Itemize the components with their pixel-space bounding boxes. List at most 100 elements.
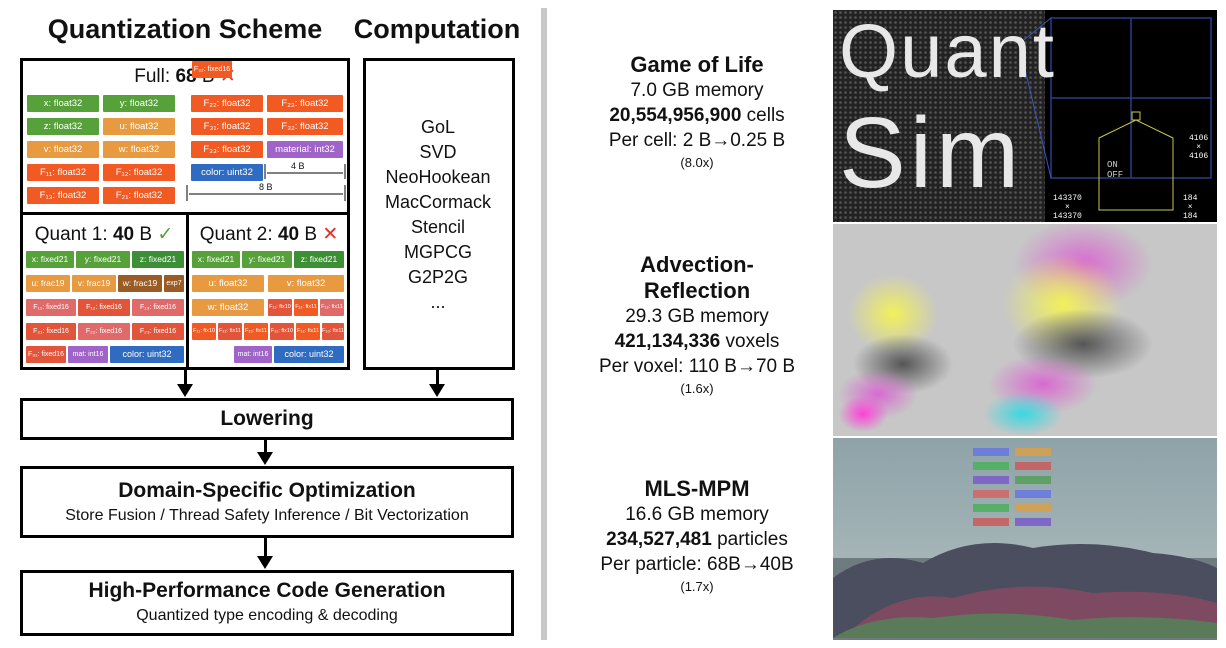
arrowhead-icon (257, 556, 273, 569)
gol-size-1: 4106×4106 (1189, 134, 1209, 161)
q2-tag-f13: F₁₃: fix11 (320, 299, 344, 316)
dso-title: Domain-Specific Optimization (118, 479, 416, 502)
q1-tag-w: w: frac19 (118, 275, 162, 292)
gol-stats: Game of Life 7.0 GB memory 20,554,956,90… (562, 52, 832, 173)
q1-tag-u: u: frac19 (26, 275, 70, 292)
tag-v-float32: v: float32 (27, 141, 99, 158)
tag-f11-float32: F₁₁: float32 (27, 164, 99, 181)
q1-tag-mat: mat: int16 (68, 346, 108, 363)
lowering-stage: Lowering (20, 398, 514, 440)
mpm-ratio: (1.7x) (680, 579, 714, 594)
quant2-label: Quant 2: 40 B ✕ (199, 224, 339, 245)
tag-f13-float32: F₁₃: float32 (27, 187, 99, 204)
tag-f12-float32: F₁₂: float32 (103, 164, 175, 181)
computation-item: MacCormack (384, 192, 491, 212)
q1-tag-y: y: fixed21 (76, 251, 130, 268)
arrowhead-icon (429, 384, 445, 397)
q2-tag-f21: F₂₁: fix10 (192, 323, 216, 340)
advection-title-2: Reflection (643, 278, 751, 303)
computation-box (363, 58, 515, 370)
q1-tag-x: x: fixed21 (26, 251, 74, 268)
q2-tag-f23: F₂₃: fix11 (244, 323, 268, 340)
q1-tag-f11: F₁₁: fixed16 (26, 299, 76, 316)
quantization-scheme-box: Full: 68 B ✕ x: float32 y: float32 F₂₂: … (20, 58, 350, 370)
codegen-stage: High-Performance Code Generation Quantiz… (20, 570, 514, 636)
dso-stage: Domain-Specific Optimization Store Fusio… (20, 466, 514, 538)
quant1-label: Quant 1: 40 B ✓ (34, 224, 174, 245)
computation-item: SVD (419, 142, 457, 162)
q2-tag-f33: F₃₃: fix11 (322, 323, 344, 340)
q2-tag-f31: F₃₁: fix10 (270, 323, 294, 340)
tag-material-int32: material: int32 (267, 141, 343, 158)
smoke-render-panel (833, 224, 1217, 436)
q2-tag-y: y: fixed21 (242, 251, 292, 268)
lowering-title: Lowering (220, 407, 314, 430)
q1-tag-z: z: fixed21 (132, 251, 184, 268)
advection-ratio: (1.6x) (680, 381, 714, 396)
mpm-stats: MLS-MPM 16.6 GB memory 234,527,481 parti… (562, 476, 832, 597)
q2-tag-w: w: float32 (192, 299, 264, 316)
dim-4b-label: 4 B (291, 161, 305, 171)
quantization-scheme-header: Quantization Scheme (47, 14, 323, 44)
split-horizontal (23, 212, 347, 215)
gol-text-sim: Sim (839, 97, 1024, 209)
codegen-subtitle: Quantized type encoding & decoding (136, 607, 398, 624)
arrowhead-icon (177, 384, 193, 397)
advection-memory: 29.3 GB memory (625, 306, 769, 327)
tag-f21-float32: F₂₁: float32 (103, 187, 175, 204)
mpm-count: 234,527,481 particles (606, 529, 788, 550)
tag-f23-float32: F₂₃: float32 (267, 95, 343, 112)
tag-x-float32: x: float32 (27, 95, 99, 112)
mpm-per: Per particle: 68B→40B (600, 554, 794, 575)
q2-tag-f11: F₁₁: fix10 (268, 299, 292, 316)
q2-tag-f32: F₃₂: fix11 (296, 323, 320, 340)
arrow-scheme-to-lowering (184, 370, 187, 386)
computation-item: G2P2G (407, 267, 469, 287)
q1-tag-f22: F₂₂: fixed16 (78, 323, 130, 340)
gol-size-3: 184×184 (1183, 194, 1198, 221)
q2-tag-f32b: F₃₂: fixed16 (192, 61, 232, 78)
gol-size-2: 143370×143370 (1053, 194, 1082, 221)
tag-w-float32: w: float32 (103, 141, 175, 158)
mpm-title: MLS-MPM (644, 476, 750, 501)
mpm-render-panel (833, 438, 1217, 640)
gol-count: 20,554,956,900 cells (609, 105, 785, 126)
advection-title-1: Advection- (640, 252, 754, 277)
gol-title: Game of Life (630, 52, 764, 77)
q1-tag-f21: F₂₁: fixed16 (26, 323, 76, 340)
q1-tag-exp: exp7 (164, 275, 184, 292)
gol-ratio: (8.0x) (680, 155, 714, 170)
tag-y-float32: y: float32 (103, 95, 175, 112)
tag-f22-float32: F₂₂: float32 (191, 95, 263, 112)
q1-tag-f12: F₁₂: fixed16 (78, 299, 130, 316)
full-label: Full: 68 B ✕ (134, 66, 235, 87)
advection-stats: Advection- Reflection 29.3 GB memory 421… (562, 252, 832, 399)
tag-z-float32: z: float32 (27, 118, 99, 135)
computation-item: ... (430, 292, 446, 312)
computation-item: NeoHookean (385, 167, 491, 187)
q2-tag-z: z: fixed21 (294, 251, 344, 268)
q2-tag-v: v: float32 (268, 275, 344, 292)
computation-item: GoL (420, 117, 456, 137)
q2-tag-mat: mat: int16 (234, 346, 272, 363)
arrow-dso-to-codegen (264, 538, 267, 558)
advection-per: Per voxel: 110 B→70 B (598, 356, 796, 377)
gol-per: Per cell: 2 B→0.25 B (608, 130, 786, 151)
gol-text-quant: Quant (839, 10, 1057, 94)
q2-tag-x: x: fixed21 (192, 251, 240, 268)
computation-item: Stencil (410, 217, 466, 237)
q2-tag-f12: F₁₂: fix11 (294, 299, 318, 316)
dso-subtitle: Store Fusion / Thread Safety Inference /… (65, 507, 469, 524)
column-divider (541, 8, 547, 640)
q2-tag-color: color: uint32 (274, 346, 344, 363)
arrowhead-icon (257, 452, 273, 465)
tag-f32-float32: F₃₂: float32 (267, 118, 343, 135)
advection-count: 421,134,336 voxels (614, 331, 780, 352)
arrow-computation-to-lowering (436, 370, 439, 386)
computation-list: GoL SVD NeoHookean MacCormack Stencil MG… (365, 115, 511, 315)
computation-item: MGPCG (403, 242, 472, 262)
tag-u-float32: u: float32 (103, 118, 175, 135)
q1-tag-f31: F₃₁: fixed16 (26, 346, 66, 363)
